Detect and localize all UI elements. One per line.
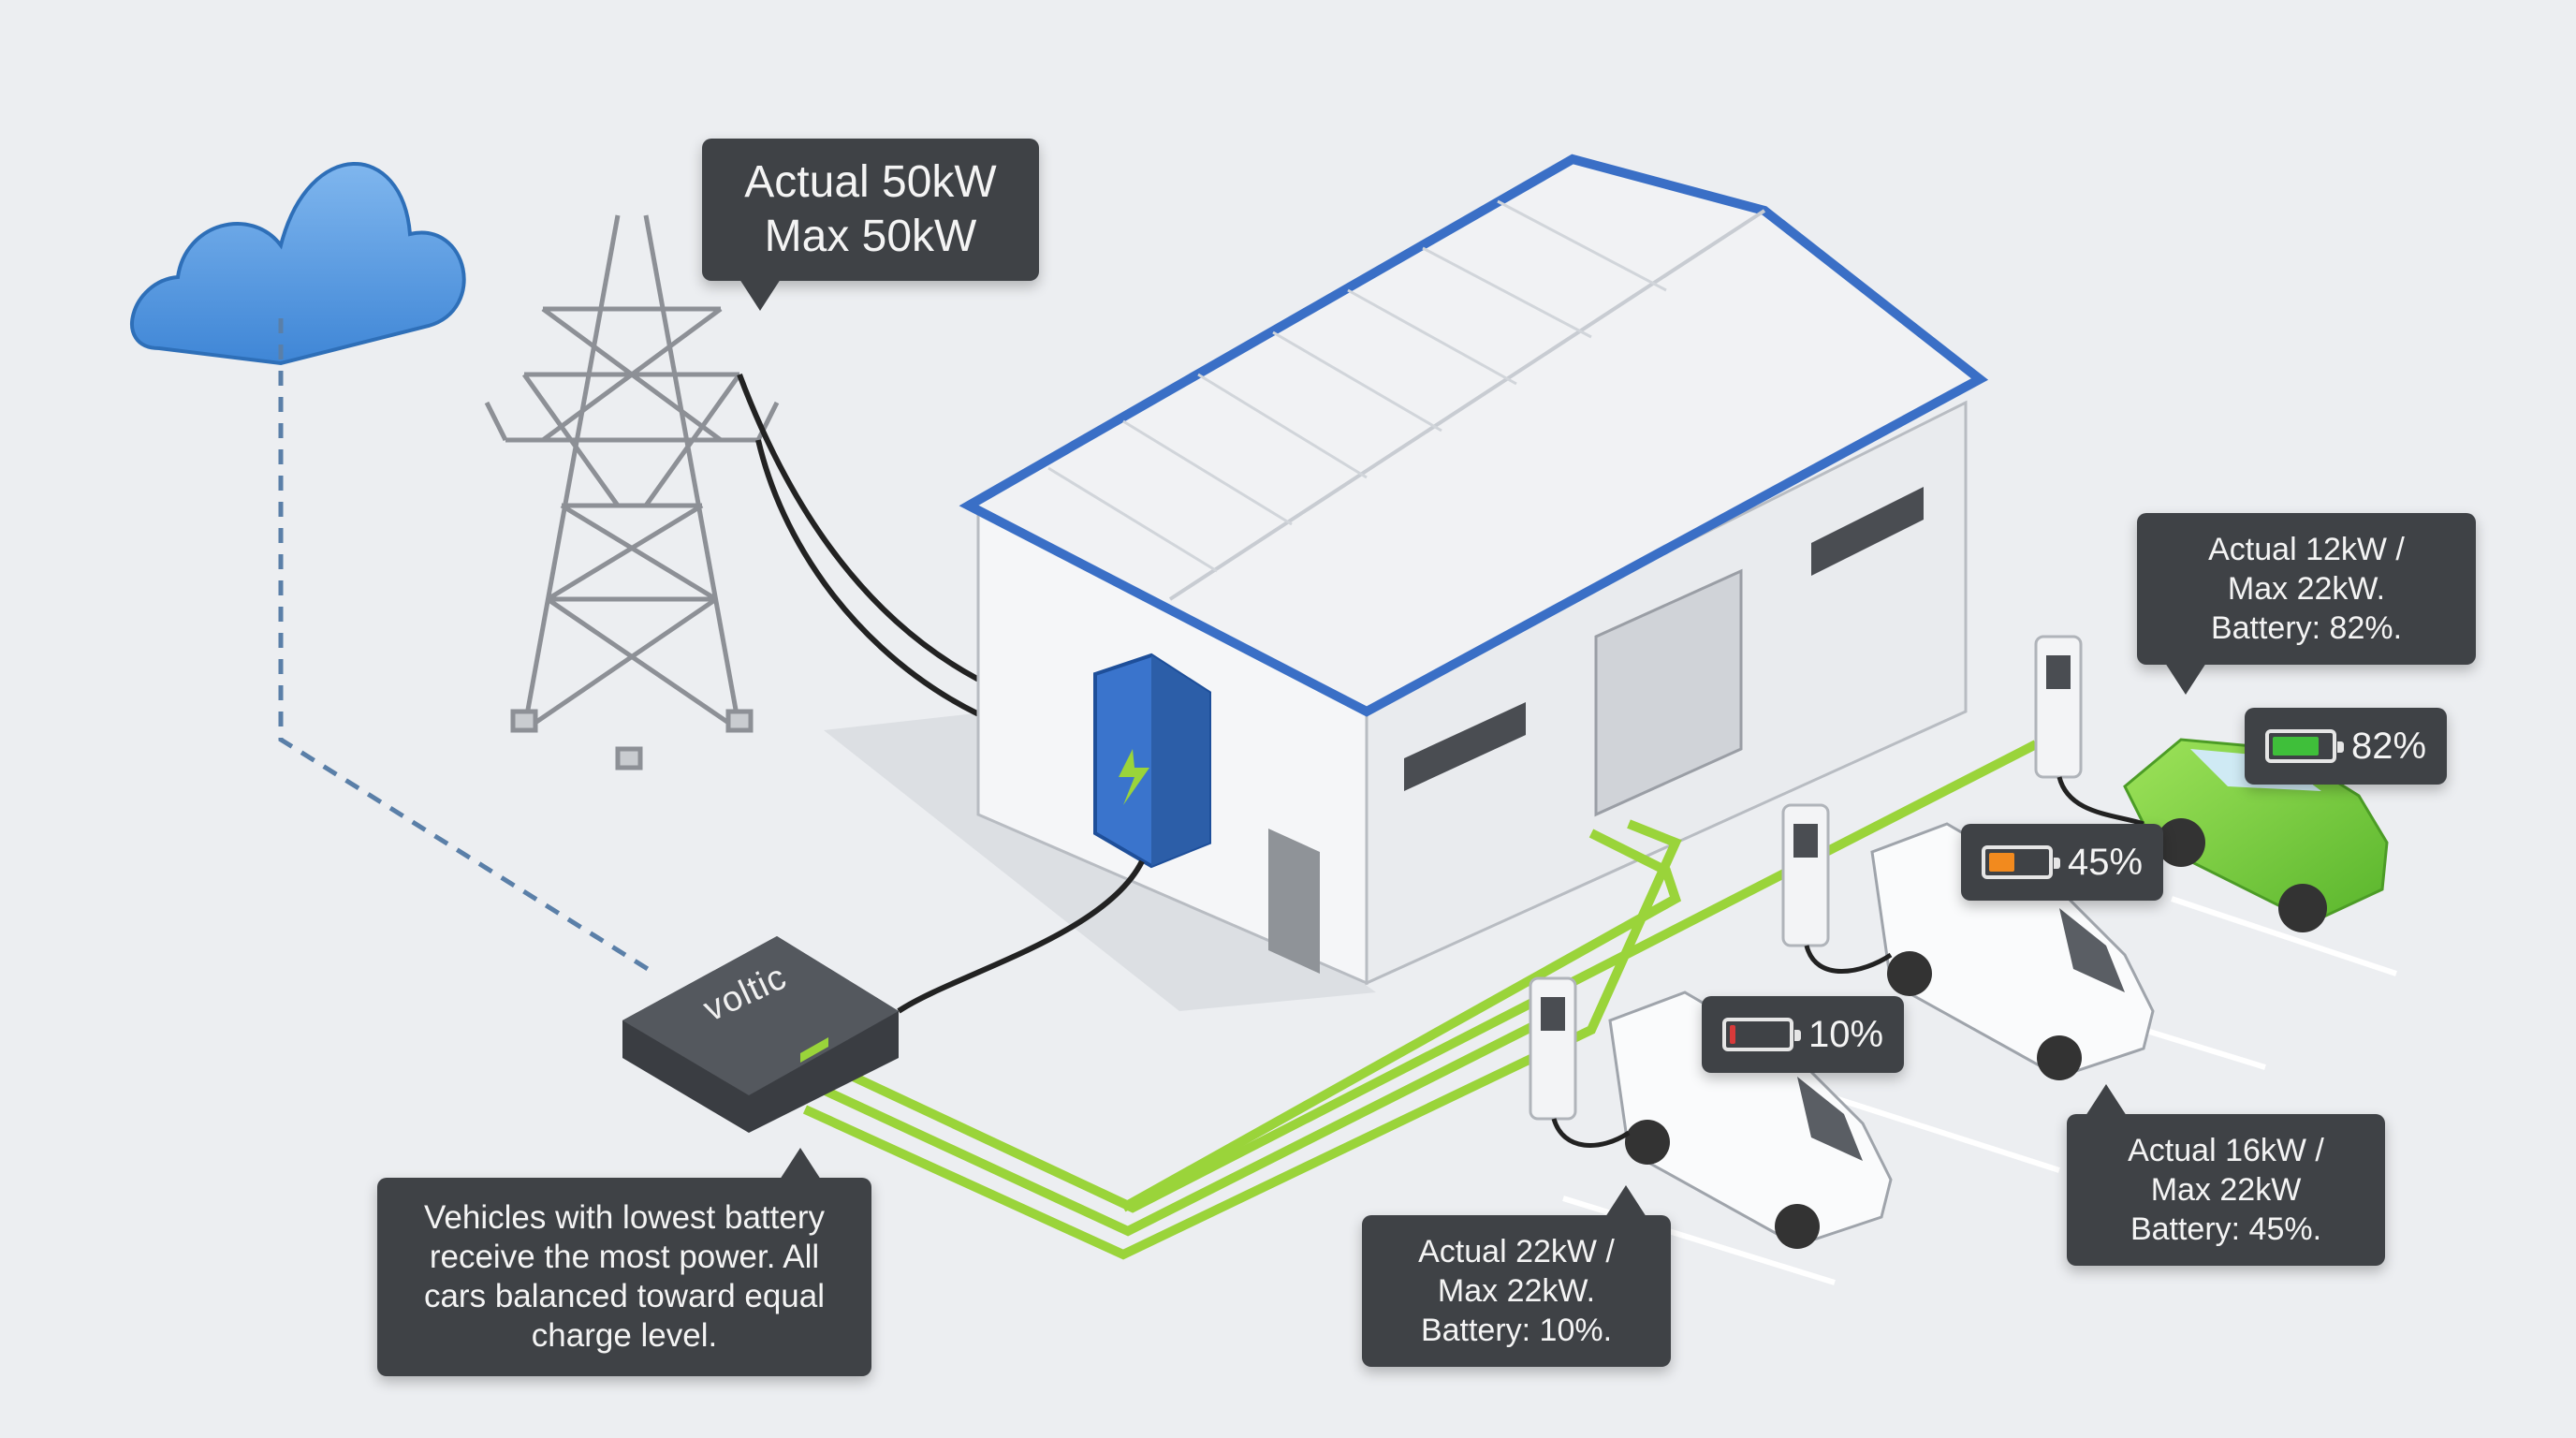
hub-cable bbox=[897, 859, 1145, 1014]
front-van-power-callout: Actual 22kW / Max 22kW. Battery: 10%. bbox=[1362, 1185, 1671, 1367]
middle-van-icon bbox=[1870, 822, 2155, 1080]
callout-tail bbox=[2165, 663, 2206, 695]
callout-tail bbox=[780, 1148, 821, 1180]
middle-van-callout-line-1: Actual 16kW / bbox=[2128, 1133, 2324, 1168]
callout-tail bbox=[739, 279, 781, 311]
charger-2-icon bbox=[1781, 803, 1830, 947]
charger-3-cable bbox=[1551, 1118, 1631, 1148]
charging-lines bbox=[802, 740, 2039, 1260]
middle-van-callout-line-3: Battery: 45%. bbox=[2130, 1211, 2322, 1247]
green-car-callout-line-1: Actual 12kW / bbox=[2208, 532, 2405, 567]
transmission-tower-icon bbox=[484, 214, 780, 770]
hub-status-light bbox=[800, 1037, 828, 1063]
cloud-link-dashed bbox=[278, 318, 657, 976]
green-car-callout-line-3: Battery: 82%. bbox=[2210, 610, 2403, 646]
green-car-battery-badge: 82% bbox=[2245, 708, 2448, 785]
front-van-callout-line-1: Actual 22kW / bbox=[1418, 1234, 1615, 1269]
middle-van-battery-badge: 45% bbox=[1961, 824, 2164, 901]
charger-2-cable bbox=[1804, 945, 1893, 974]
front-van-callout-line-2: Max 22kW. bbox=[1437, 1273, 1596, 1309]
charger-1-cable bbox=[2056, 776, 2144, 827]
battery-icon bbox=[1982, 845, 2060, 879]
grid-callout-line-1: Actual 50kW bbox=[744, 157, 997, 207]
grid-callout-line-2: Max 50kW bbox=[764, 212, 977, 261]
middle-van-power-callout: Actual 16kW / Max 22kW Battery: 45%. bbox=[2067, 1084, 2385, 1266]
charger-3-icon bbox=[1529, 976, 1577, 1121]
voltic-hub bbox=[622, 936, 899, 1133]
cloud-icon bbox=[130, 162, 466, 366]
battery-icon bbox=[1722, 1018, 1801, 1051]
grid-power-callout: Actual 50kW Max 50kW bbox=[702, 139, 1039, 311]
middle-van-callout-line-2: Max 22kW bbox=[2150, 1172, 2302, 1208]
hub-callout-line-3: cars balanced toward equal bbox=[423, 1278, 826, 1314]
electrical-panel-icon bbox=[1093, 653, 1211, 869]
battery-percent: 45% bbox=[2068, 841, 2144, 883]
hub-callout-line-1: Vehicles with lowest battery bbox=[424, 1199, 825, 1236]
battery-percent: 82% bbox=[2351, 725, 2427, 767]
battery-icon bbox=[2265, 729, 2344, 763]
front-van-battery-badge: 10% bbox=[1702, 996, 1905, 1073]
green-car-power-callout: Actual 12kW / Max 22kW. Battery: 82%. bbox=[2137, 513, 2476, 695]
hub-callout-line-4: charge level. bbox=[531, 1317, 718, 1354]
charger-1-icon bbox=[2034, 635, 2083, 779]
green-car-callout-line-2: Max 22kW. bbox=[2227, 571, 2386, 607]
front-van-callout-line-3: Battery: 10%. bbox=[1420, 1313, 1613, 1348]
callout-tail bbox=[1605, 1185, 1647, 1217]
callout-tail bbox=[2086, 1084, 2127, 1116]
battery-percent: 10% bbox=[1808, 1013, 1884, 1055]
hub-callout-line-2: receive the most power. All bbox=[429, 1239, 820, 1275]
load-balancing-callout: Vehicles with lowest battery receive the… bbox=[377, 1148, 871, 1376]
